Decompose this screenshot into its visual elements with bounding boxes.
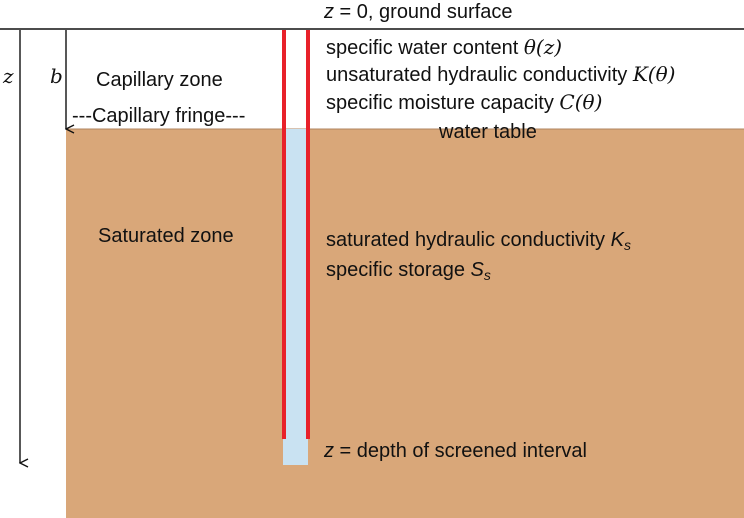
water-table-label: water table (439, 121, 537, 143)
surface-z-symbol: z (324, 1, 334, 23)
screen-text: = depth of screened interval (334, 440, 587, 462)
moisture-capacity-symbol: C(θ) (559, 90, 603, 114)
specific-storage-text: specific storage (326, 259, 471, 281)
sat-conductivity-symbol: K (610, 229, 624, 251)
saturated-zone-label: Saturated zone (98, 225, 234, 247)
z-axis-label: z (3, 64, 14, 88)
water-content-text: specific water content (326, 37, 524, 59)
sat-conductivity-text: saturated hydraulic conductivity (326, 229, 611, 251)
saturated-soil (66, 129, 744, 518)
capillary-fringe-label: ---Capillary fringe--- (72, 105, 246, 127)
sat-conductivity-subscript: s (623, 237, 631, 253)
specific-storage-symbol: S (470, 259, 484, 281)
b-axis-label: b (50, 64, 63, 88)
moisture-capacity-label: specific moisture capacity C(θ) (326, 90, 602, 115)
water-content-symbol: θ(z) (523, 35, 563, 59)
unsat-conductivity-symbol: K(θ) (632, 62, 676, 86)
unsat-conductivity-text: unsaturated hydraulic conductivity (326, 64, 633, 86)
screened-interval-label: z = depth of screened interval (324, 439, 587, 463)
water-content-label: specific water content θ(z) (326, 35, 562, 60)
ground-surface-label: z = 0, ground surface (324, 0, 512, 24)
specific-storage-subscript: s (483, 267, 491, 283)
sat-conductivity-label: saturated hydraulic conductivity Ks (326, 228, 631, 257)
moisture-capacity-text: specific moisture capacity (326, 92, 560, 114)
surface-text: = 0, ground surface (334, 1, 513, 23)
screen-z-symbol: z (324, 440, 334, 462)
capillary-zone-label: Capillary zone (96, 69, 223, 91)
specific-storage-label: specific storage Ss (326, 258, 491, 287)
well-water-column (283, 129, 308, 465)
unsat-conductivity-label: unsaturated hydraulic conductivity K(θ) (326, 62, 675, 87)
